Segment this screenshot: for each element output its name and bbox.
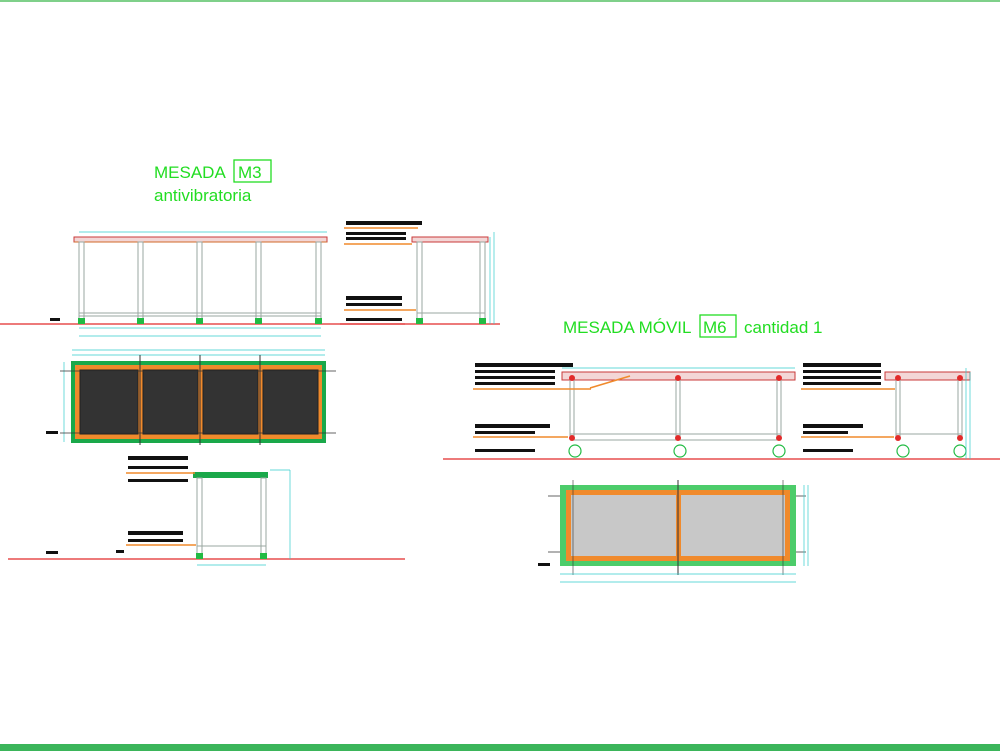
m6-side-elevation	[790, 363, 1000, 460]
m3-plan	[46, 349, 336, 445]
legs	[78, 241, 322, 323]
m3-code: M3	[238, 163, 262, 182]
m3-code-box	[233, 159, 272, 183]
m6-panel-1	[571, 495, 676, 556]
m6-quantity: cantidad 1	[744, 318, 822, 337]
m3-section-view	[8, 456, 405, 566]
m3-panel-1	[79, 369, 139, 435]
m3-front-elevation	[0, 231, 405, 337]
feet	[78, 318, 322, 324]
m3-panel-4	[262, 369, 319, 435]
m6-code-box	[699, 314, 737, 338]
m3-side-elevation	[340, 221, 500, 325]
m6-code: M6	[703, 318, 727, 337]
m6-front-elevation	[443, 363, 796, 460]
m6-title: MESADA MÓVIL	[563, 318, 691, 337]
m3-panel-3	[202, 369, 259, 435]
m3-subtitle: antivibratoria	[154, 186, 252, 205]
m6-plan	[538, 480, 809, 583]
bottom-border	[0, 744, 1000, 751]
m6-label: MESADA MÓVIL M6 cantidad 1	[563, 314, 822, 338]
m6-panel-2	[681, 495, 785, 556]
m3-label: MESADA M3 antivibratoria	[154, 159, 272, 205]
top-border	[0, 0, 1000, 2]
m6-wheels	[568, 444, 786, 458]
tabletop	[73, 236, 328, 243]
m3-title: MESADA	[154, 163, 226, 182]
m3-panel-2	[142, 369, 199, 435]
